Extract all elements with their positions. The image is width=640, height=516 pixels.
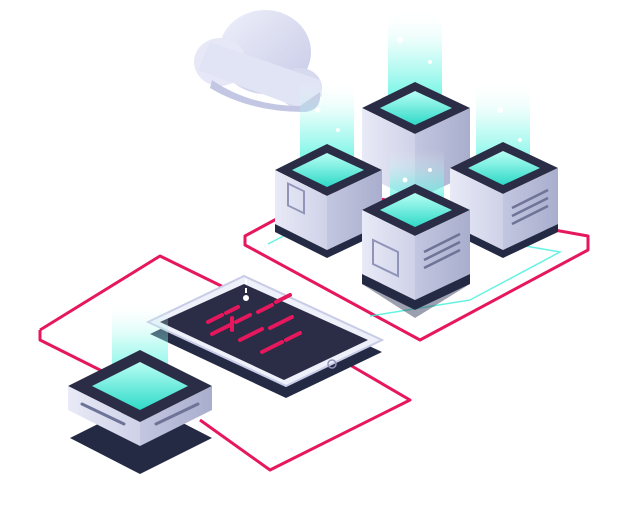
tablet-icon (145, 270, 385, 398)
server-icon (68, 300, 212, 474)
server-icon (362, 150, 470, 318)
server-icon (275, 80, 382, 258)
code-screen (206, 293, 302, 354)
